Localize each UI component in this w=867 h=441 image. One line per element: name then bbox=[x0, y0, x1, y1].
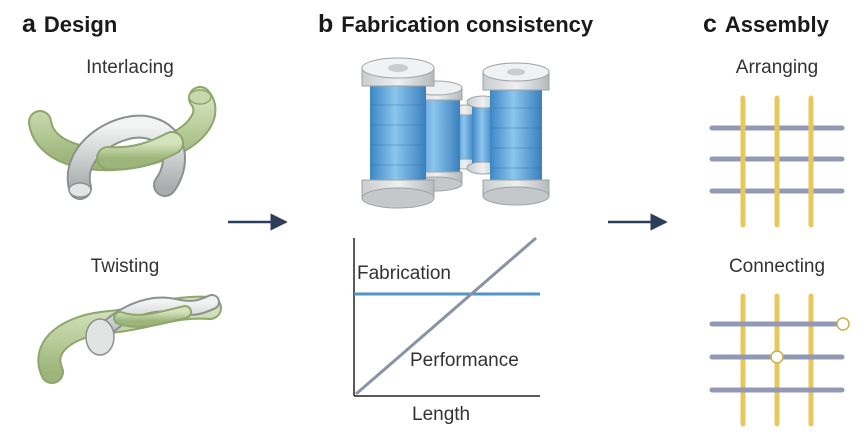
twist-fiber-cross-section bbox=[85, 318, 115, 356]
panel-c-heading: c Assembly bbox=[703, 10, 829, 39]
arranging-grid bbox=[709, 95, 845, 228]
spool-large-right bbox=[482, 62, 550, 206]
connection-node-center bbox=[770, 350, 784, 364]
green-tube-end bbox=[188, 89, 212, 105]
interlacing-label: Interlacing bbox=[86, 57, 174, 78]
performance-label: Performance bbox=[410, 350, 519, 371]
panel-b-letter: b bbox=[318, 10, 334, 38]
panel-a-title: Design bbox=[43, 12, 118, 37]
spool-large-left bbox=[361, 57, 435, 209]
length-axis-label: Length bbox=[412, 404, 471, 425]
connection-node-end bbox=[836, 317, 850, 331]
connecting-grid bbox=[709, 293, 850, 427]
grey-tube-end bbox=[68, 182, 92, 198]
panel-c-letter: c bbox=[703, 10, 717, 38]
connecting-label: Connecting bbox=[728, 256, 826, 277]
fabrication-performance-plot bbox=[353, 236, 540, 397]
spool-small-2 bbox=[466, 95, 500, 175]
twisting-label: Twisting bbox=[90, 256, 160, 277]
performance-line bbox=[355, 236, 537, 396]
panel-c-title: Assembly bbox=[724, 12, 829, 37]
panel-a-heading: a Design bbox=[22, 10, 117, 39]
panel-b-heading: b Fabrication consistency bbox=[318, 10, 593, 39]
fabrication-label: Fabrication bbox=[357, 263, 451, 284]
interlacing-illustration bbox=[28, 86, 217, 200]
panel-a-letter: a bbox=[22, 10, 36, 38]
panel-b-title: Fabrication consistency bbox=[341, 12, 594, 37]
arranging-label: Arranging bbox=[735, 57, 819, 78]
twisting-illustration bbox=[37, 294, 222, 384]
spools-illustration bbox=[361, 57, 550, 209]
